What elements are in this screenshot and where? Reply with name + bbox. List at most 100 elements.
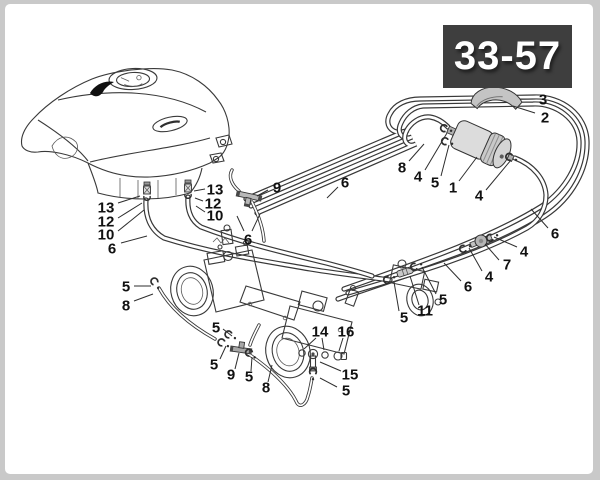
callout-leader-8 bbox=[267, 364, 273, 383]
brand-eagle-icon bbox=[90, 81, 114, 97]
callout-leader-5 bbox=[250, 356, 253, 372]
hose-tee-down bbox=[251, 201, 265, 242]
callout-leader-10 bbox=[195, 205, 206, 213]
callout-11: 11 bbox=[417, 302, 433, 319]
callout-leader-5 bbox=[393, 281, 400, 312]
callout-1: 1 bbox=[449, 179, 457, 196]
callout-4: 4 bbox=[414, 168, 423, 185]
intake-trumpet-left bbox=[170, 265, 214, 317]
callout-leader-4 bbox=[468, 247, 483, 272]
hose-tank-left bbox=[144, 198, 392, 282]
callout-leader-6 bbox=[251, 213, 261, 232]
callout-leader-6 bbox=[443, 262, 462, 282]
callout-12: 12 bbox=[98, 213, 115, 230]
callout-5: 5 bbox=[210, 356, 218, 373]
callout-leader-7 bbox=[484, 243, 500, 261]
callout-9: 9 bbox=[273, 179, 281, 196]
callout-leader-5 bbox=[222, 328, 233, 337]
callout-leader-5 bbox=[319, 377, 338, 388]
callout-leader-10 bbox=[117, 209, 145, 232]
callout-14: 14 bbox=[312, 323, 329, 340]
hose-clamps-lower bbox=[150, 277, 318, 381]
callout-6: 6 bbox=[464, 278, 472, 295]
rubber-cap bbox=[470, 86, 523, 110]
callout-6: 6 bbox=[108, 240, 116, 257]
callout-leader-11 bbox=[409, 275, 420, 306]
callout-15: 15 bbox=[342, 366, 359, 383]
banjo-elbow-group bbox=[298, 348, 348, 372]
model-badge bbox=[152, 115, 188, 133]
callout-leader-5 bbox=[440, 144, 450, 177]
callout-5: 5 bbox=[342, 382, 350, 399]
callout-10: 10 bbox=[98, 226, 115, 243]
callout-leader-12 bbox=[194, 197, 204, 202]
callout-7: 7 bbox=[503, 256, 511, 273]
callout-6: 6 bbox=[551, 225, 559, 242]
callout-5: 5 bbox=[122, 278, 130, 295]
callout-9: 9 bbox=[227, 366, 235, 383]
fuel-filler-cap bbox=[108, 67, 158, 91]
callout-leader-9 bbox=[234, 352, 240, 370]
callout-leader-14 bbox=[303, 337, 317, 350]
callout-leader-12 bbox=[117, 202, 143, 219]
hose-left-drain bbox=[157, 286, 217, 341]
callout-leader-4 bbox=[424, 132, 448, 171]
callout-leader-13 bbox=[117, 195, 141, 204]
callout-5: 5 bbox=[400, 309, 408, 326]
hose-tee-down bbox=[250, 200, 266, 243]
fuel-tank bbox=[20, 67, 233, 200]
callout-16: 16 bbox=[338, 323, 355, 340]
callout-4: 4 bbox=[485, 268, 494, 285]
callout-leader-15 bbox=[319, 361, 342, 372]
tank-fitting-right bbox=[184, 179, 192, 199]
hose-left-drain bbox=[158, 287, 216, 340]
drain-hoses bbox=[157, 286, 314, 407]
quick-connector bbox=[396, 266, 414, 278]
callout-leader-5 bbox=[219, 345, 227, 360]
intake-trumpet-right bbox=[265, 325, 311, 379]
callout-5: 5 bbox=[212, 319, 220, 336]
hose-filter-outlet bbox=[346, 156, 548, 295]
callout-8: 8 bbox=[262, 379, 270, 396]
callout-4: 4 bbox=[520, 243, 529, 260]
callout-leader-4 bbox=[493, 236, 518, 248]
callout-leader-6 bbox=[236, 215, 245, 232]
tee-fitting-top bbox=[235, 190, 263, 208]
callout-leader-4 bbox=[485, 159, 512, 191]
callout-6: 6 bbox=[244, 231, 252, 248]
callout-leader-2 bbox=[512, 105, 536, 114]
callout-10: 10 bbox=[207, 207, 224, 224]
callout-leader-1 bbox=[458, 156, 478, 182]
callout-leader-16 bbox=[338, 337, 344, 352]
callout-leader-13 bbox=[193, 188, 206, 192]
callout-6: 6 bbox=[341, 174, 349, 191]
hose-tank-right bbox=[186, 195, 374, 278]
callout-leader-6 bbox=[120, 235, 148, 244]
callout-2: 2 bbox=[541, 109, 549, 126]
fuel-hoses bbox=[143, 94, 590, 302]
callout-leader-9 bbox=[256, 189, 269, 197]
callout-leader-6 bbox=[530, 208, 549, 229]
callout-5: 5 bbox=[431, 174, 439, 191]
callout-12: 12 bbox=[205, 195, 222, 212]
page-code-box: 33-57 bbox=[443, 25, 572, 88]
callout-5: 5 bbox=[439, 291, 447, 308]
callout-leader-14 bbox=[321, 337, 325, 351]
tank-fitting-left bbox=[143, 181, 151, 201]
hose-filter-outlet bbox=[345, 155, 549, 296]
callout-3: 3 bbox=[539, 91, 547, 108]
hose-filter-inlet bbox=[255, 115, 450, 215]
callout-13: 13 bbox=[98, 199, 115, 216]
callout-4: 4 bbox=[475, 187, 484, 204]
hose-bottom-loop bbox=[246, 352, 313, 407]
page-code: 33-57 bbox=[453, 34, 562, 78]
callout-leader-8 bbox=[133, 293, 154, 302]
callout-leader-6 bbox=[326, 186, 339, 199]
callout-8: 8 bbox=[398, 159, 406, 176]
callout-leader-8 bbox=[408, 143, 425, 162]
callout-leader-5 bbox=[421, 266, 437, 295]
callout-5: 5 bbox=[245, 368, 253, 385]
